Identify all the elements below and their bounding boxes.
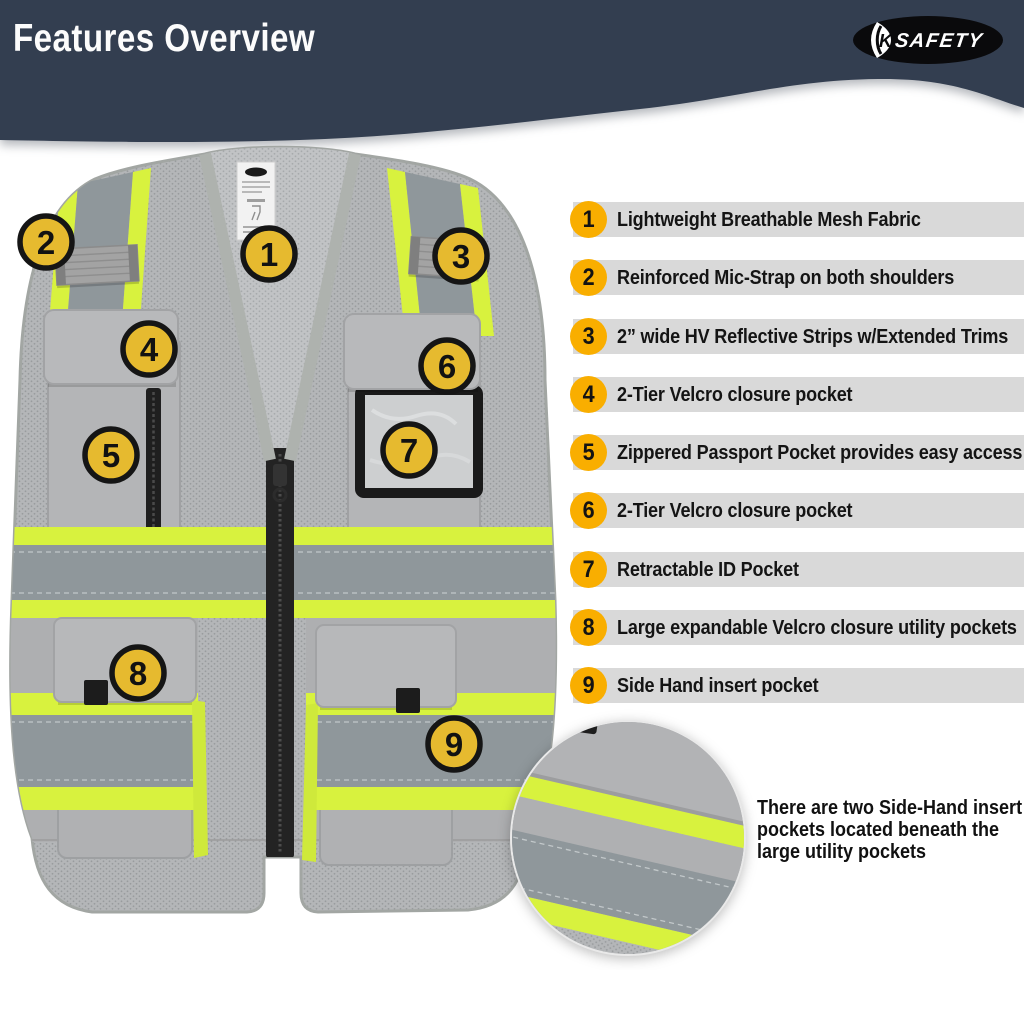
feature-text: Reinforced Mic-Strap on both shoulders bbox=[617, 265, 955, 289]
vest-callout-1: 1 bbox=[240, 225, 298, 283]
vest-callout-7: 7 bbox=[380, 421, 438, 479]
feature-number-badge: 5 bbox=[570, 434, 607, 471]
feature-number: 1 bbox=[582, 205, 595, 233]
feature-number-badge: 2 bbox=[570, 259, 607, 296]
note-line: large utility pockets bbox=[757, 841, 927, 863]
feature-number-badge: 6 bbox=[570, 492, 607, 529]
header-banner bbox=[0, 0, 1024, 143]
feature-label: Large expandable Velcro closure utility … bbox=[617, 616, 1024, 640]
svg-text:8: 8 bbox=[129, 655, 147, 692]
svg-text:2: 2 bbox=[37, 224, 55, 261]
feature-number: 8 bbox=[582, 613, 595, 641]
feature-bar bbox=[573, 319, 1024, 354]
vest-callout-9: 9 bbox=[425, 715, 483, 773]
svg-text:1: 1 bbox=[260, 236, 278, 273]
svg-text:9: 9 bbox=[445, 726, 463, 763]
feature-text: Side Hand insert pocket bbox=[617, 673, 819, 697]
svg-text:6: 6 bbox=[438, 348, 456, 385]
feature-number: 4 bbox=[582, 380, 595, 408]
velcro-tab bbox=[84, 680, 108, 705]
logo-text: SAFETY bbox=[894, 30, 985, 52]
feature-bar bbox=[573, 260, 1024, 295]
vest-callout-3: 3 bbox=[432, 227, 490, 285]
feature-text: 2-Tier Velcro closure pocket bbox=[617, 498, 853, 522]
feature-text: 2-Tier Velcro closure pocket bbox=[617, 382, 853, 406]
svg-text:3: 3 bbox=[452, 238, 470, 275]
collar-binding-left bbox=[199, 152, 276, 462]
feature-bar bbox=[573, 552, 1024, 587]
feature-label: Lightweight Breathable Mesh Fabric bbox=[617, 208, 962, 232]
right-side-hand-pocket-edge bbox=[302, 703, 318, 862]
feature-number: 2 bbox=[582, 263, 595, 291]
feature-text: Retractable ID Pocket bbox=[617, 557, 799, 581]
collar-binding-right bbox=[284, 152, 361, 462]
feature-number: 7 bbox=[582, 555, 595, 583]
feature-text: Large expandable Velcro closure utility … bbox=[617, 615, 1017, 639]
left-side-hand-pocket-edge bbox=[192, 700, 208, 858]
feature-number: 9 bbox=[582, 671, 595, 699]
note-line: There are two Side-Hand insert bbox=[757, 797, 1023, 819]
feature-label: Zippered Passport Pocket provides easy a… bbox=[617, 441, 1024, 465]
feature-bar bbox=[573, 493, 1024, 528]
feature-bar bbox=[573, 668, 1024, 703]
feature-text: 2” wide HV Reflective Strips w/Extended … bbox=[617, 324, 1009, 348]
feature-number-badge: 9 bbox=[570, 667, 607, 704]
feature-number: 6 bbox=[582, 496, 595, 524]
feature-text: Zippered Passport Pocket provides easy a… bbox=[617, 440, 1023, 464]
vest-callout-4: 4 bbox=[120, 320, 178, 378]
lower-reflective-band-left bbox=[10, 693, 198, 810]
feature-bar bbox=[573, 610, 1024, 645]
front-zipper bbox=[266, 448, 294, 858]
feature-bar bbox=[573, 377, 1024, 412]
feature-number-badge: 1 bbox=[570, 201, 607, 238]
brand-logo: K SAFETY bbox=[851, 14, 1005, 66]
side-pocket-note: There are two Side-Hand insert pockets l… bbox=[757, 797, 1024, 863]
feature-row-7: 7 Retractable ID Pocket bbox=[570, 551, 1024, 588]
feature-label: 2” wide HV Reflective Strips w/Extended … bbox=[617, 325, 1024, 349]
feature-number-badge: 7 bbox=[570, 551, 607, 588]
feature-label: Reinforced Mic-Strap on both shoulders bbox=[617, 266, 1000, 290]
svg-text:4: 4 bbox=[140, 331, 159, 368]
feature-row-4: 4 2-Tier Velcro closure pocket bbox=[570, 376, 1024, 413]
feature-label: 2-Tier Velcro closure pocket bbox=[617, 499, 884, 523]
right-utility-pocket-flap bbox=[315, 624, 457, 713]
feature-label: Retractable ID Pocket bbox=[617, 558, 824, 582]
feature-label: Side Hand insert pocket bbox=[617, 674, 846, 698]
svg-text:5: 5 bbox=[102, 437, 120, 474]
vest-illustration: 1 2 3 4 5 6 7 8 9 bbox=[9, 145, 746, 956]
feature-number-badge: 8 bbox=[570, 609, 607, 646]
feature-number: 3 bbox=[582, 322, 595, 350]
feature-bar bbox=[573, 435, 1024, 470]
passport-pocket-zipper bbox=[146, 388, 161, 548]
feature-label: 2-Tier Velcro closure pocket bbox=[617, 383, 884, 407]
feature-bar bbox=[573, 202, 1024, 237]
feature-row-9: 9 Side Hand insert pocket bbox=[570, 667, 1024, 704]
vest-callout-6: 6 bbox=[418, 337, 476, 395]
feature-row-5: 5 Zippered Passport Pocket provides easy… bbox=[570, 434, 1024, 471]
svg-text:7: 7 bbox=[400, 432, 418, 469]
feature-row-8: 8 Large expandable Velcro closure utilit… bbox=[570, 609, 1024, 646]
logo-oval bbox=[853, 16, 1003, 64]
feature-number-badge: 3 bbox=[570, 318, 607, 355]
vest-callout-5: 5 bbox=[82, 426, 140, 484]
feature-row-1: 1 Lightweight Breathable Mesh Fabric bbox=[570, 201, 1024, 238]
feature-row-2: 2 Reinforced Mic-Strap on both shoulders bbox=[570, 259, 1024, 296]
vest-callout-2: 2 bbox=[17, 213, 75, 271]
svg-text:K: K bbox=[879, 31, 894, 51]
page-title: Features Overview bbox=[13, 17, 316, 60]
note-line: pockets located beneath the bbox=[757, 819, 1000, 841]
feature-number: 5 bbox=[582, 438, 595, 466]
vest-callout-8: 8 bbox=[109, 644, 167, 702]
feature-text: Lightweight Breathable Mesh Fabric bbox=[617, 207, 921, 231]
feature-row-6: 6 2-Tier Velcro closure pocket bbox=[570, 492, 1024, 529]
feature-row-3: 3 2” wide HV Reflective Strips w/Extende… bbox=[570, 318, 1024, 355]
jk-logo-mark: K bbox=[871, 22, 894, 58]
velcro-tab bbox=[396, 688, 420, 713]
feature-number-badge: 4 bbox=[570, 376, 607, 413]
